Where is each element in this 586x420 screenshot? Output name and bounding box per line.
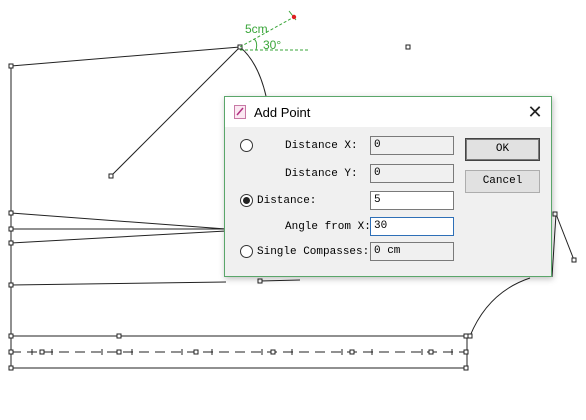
single-compasses-radio[interactable] bbox=[240, 245, 253, 258]
point-marker bbox=[552, 211, 558, 217]
point-marker bbox=[8, 349, 14, 355]
point-marker bbox=[39, 349, 45, 355]
pattern-line bbox=[10, 230, 227, 244]
pattern-line bbox=[259, 279, 301, 282]
distance-xy-radio[interactable] bbox=[240, 139, 253, 152]
distance-radio[interactable] bbox=[240, 194, 253, 207]
single-compasses-field[interactable]: 0 cm bbox=[370, 242, 454, 261]
point-marker bbox=[463, 349, 469, 355]
point-marker bbox=[467, 333, 473, 339]
cancel-button[interactable]: Cancel bbox=[465, 170, 540, 193]
pattern-line bbox=[10, 212, 227, 230]
point-marker bbox=[463, 365, 469, 371]
point-marker bbox=[8, 365, 14, 371]
pattern-line bbox=[10, 281, 227, 286]
point-marker bbox=[8, 210, 14, 216]
distance-y-field[interactable]: 0 bbox=[370, 164, 454, 183]
point-marker bbox=[8, 333, 14, 339]
point-marker bbox=[193, 349, 199, 355]
distance-label: Distance: bbox=[257, 195, 317, 207]
pattern-curve bbox=[239, 46, 267, 97]
point-marker bbox=[405, 44, 411, 50]
distance-x-label: Distance X: bbox=[285, 140, 358, 152]
point-marker bbox=[108, 173, 114, 179]
distance-y-label: Distance Y: bbox=[285, 168, 358, 180]
point-marker bbox=[116, 333, 122, 339]
pattern-curve bbox=[469, 277, 531, 337]
pattern-line bbox=[555, 213, 575, 261]
point-marker bbox=[8, 63, 14, 69]
pattern-line bbox=[110, 46, 241, 177]
close-icon[interactable]: ✕ bbox=[527, 102, 543, 122]
distance-field[interactable]: 5 bbox=[370, 191, 454, 210]
angle-arc bbox=[253, 38, 258, 51]
point-marker bbox=[270, 349, 276, 355]
ok-button[interactable]: OK bbox=[465, 138, 540, 161]
point-marker bbox=[571, 257, 577, 263]
distance-guide-line bbox=[239, 16, 295, 48]
notch-marks bbox=[31, 349, 453, 355]
pattern-line bbox=[10, 46, 241, 67]
point-marker bbox=[349, 349, 355, 355]
dialog-title: Add Point bbox=[254, 105, 311, 120]
point-marker bbox=[8, 240, 14, 246]
dialog-titlebar[interactable]: Add Point ✕ bbox=[225, 97, 551, 127]
angle-from-x-label: Angle from X: bbox=[285, 221, 371, 233]
point-marker bbox=[257, 278, 263, 284]
distance-x-field[interactable]: 0 bbox=[370, 136, 454, 155]
point-marker bbox=[8, 226, 14, 232]
point-marker bbox=[463, 333, 469, 339]
pen-document-icon bbox=[234, 105, 246, 119]
single-compasses-label: Single Compasses: bbox=[257, 246, 370, 258]
point-marker bbox=[8, 282, 14, 288]
angle-annotation: 30° bbox=[263, 38, 282, 52]
distance-annotation: 5cm bbox=[245, 22, 268, 36]
point-marker bbox=[116, 349, 122, 355]
new-point-marker bbox=[291, 14, 297, 20]
add-point-dialog: Add Point ✕ Distance X: 0 Distance Y: 0 … bbox=[224, 96, 552, 277]
pattern-line bbox=[551, 213, 557, 278]
angle-from-x-field[interactable]: 30 bbox=[370, 217, 454, 236]
point-marker bbox=[428, 349, 434, 355]
